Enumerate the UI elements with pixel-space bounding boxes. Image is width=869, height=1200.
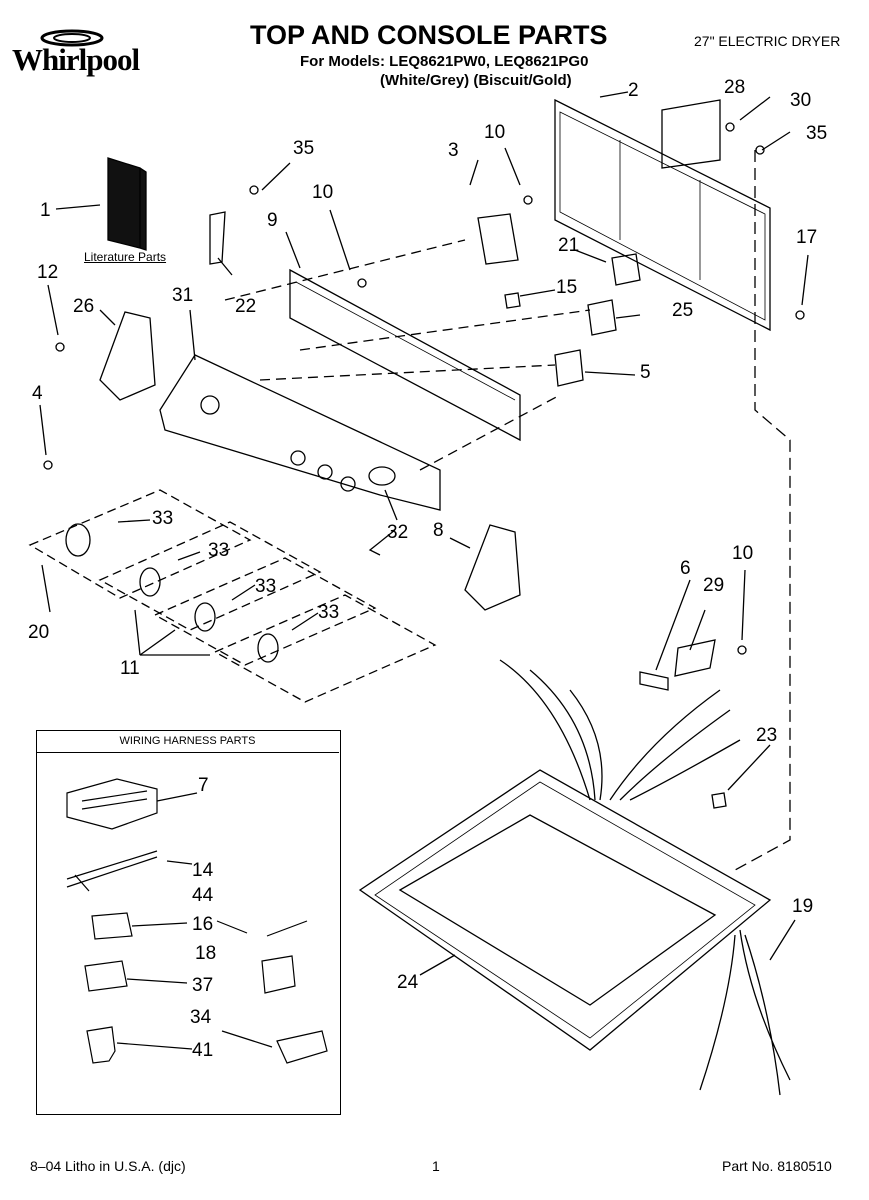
callout-24: 24 <box>397 972 419 993</box>
callout-33c: 33 <box>255 576 277 597</box>
callout-33a: 33 <box>152 508 174 529</box>
brand-name: Whirlpool <box>12 42 140 77</box>
top-panel <box>358 769 772 1051</box>
callout-3: 3 <box>448 140 459 161</box>
callout-26: 26 <box>73 296 95 317</box>
whirlpool-swirl-icon <box>40 29 104 47</box>
callout-5: 5 <box>640 362 651 383</box>
callout-7: 7 <box>198 775 209 796</box>
footer-litho: 8–04 Litho in U.S.A. (djc) <box>30 1158 186 1174</box>
whirlpool-logo: Whirlpool <box>12 22 182 82</box>
callout-23: 23 <box>756 725 778 746</box>
callout-33b: 33 <box>208 540 230 561</box>
callout-17: 17 <box>796 227 818 248</box>
callout-34: 34 <box>190 1007 212 1028</box>
colors-line: (White/Grey) (Biscuit/Gold) <box>380 72 572 89</box>
callout-10c: 10 <box>732 543 754 564</box>
callout-19: 19 <box>792 896 814 917</box>
callout-6: 6 <box>680 558 691 579</box>
callout-12: 12 <box>37 262 59 283</box>
models-line: For Models: LEQ8621PW0, LEQ8621PG0 <box>300 53 589 70</box>
callout-1: 1 <box>40 200 51 221</box>
callout-4: 4 <box>32 383 43 404</box>
callout-16: 16 <box>192 914 214 935</box>
callout-37: 37 <box>192 975 214 996</box>
callout-14: 14 <box>192 860 214 881</box>
callout-21: 21 <box>558 235 580 256</box>
end-cap-left <box>99 311 156 401</box>
callout-31: 31 <box>172 285 194 306</box>
footer-page-number: 1 <box>432 1158 440 1174</box>
callout-25: 25 <box>672 300 694 321</box>
callout-10a: 10 <box>484 122 506 143</box>
footer-part-number: Part No. 8180510 <box>722 1158 832 1174</box>
page-title: TOP AND CONSOLE PARTS <box>250 20 608 50</box>
callout-15: 15 <box>556 277 578 298</box>
callout-35a: 35 <box>293 138 315 159</box>
wiring-harness-parts-art <box>66 778 328 1064</box>
callout-29: 29 <box>703 575 725 596</box>
wiring-harness-title: WIRING HARNESS PARTS <box>36 730 339 753</box>
callout-9: 9 <box>267 210 278 231</box>
callout-18: 18 <box>195 943 217 964</box>
console-bracket <box>289 268 521 442</box>
callout-32: 32 <box>387 522 409 543</box>
callout-35b: 35 <box>806 123 828 144</box>
callout-10b: 10 <box>312 182 334 203</box>
callout-28: 28 <box>724 77 746 98</box>
end-cap-right <box>464 524 521 611</box>
rear-panel <box>554 98 771 332</box>
callout-2: 2 <box>628 80 639 101</box>
wiring-harness-box <box>36 730 341 1115</box>
product-label: 27" ELECTRIC DRYER <box>694 33 841 49</box>
callout-20: 20 <box>28 622 50 643</box>
callout-22: 22 <box>235 296 257 317</box>
callout-33d: 33 <box>318 602 340 623</box>
callout-30: 30 <box>790 90 812 111</box>
callout-11: 11 <box>120 658 140 679</box>
literature-booklet <box>107 157 147 251</box>
callout-8: 8 <box>433 520 444 541</box>
callout-41: 41 <box>192 1040 214 1061</box>
literature-parts-label: Literature Parts <box>84 250 167 264</box>
callout-44: 44 <box>192 885 214 906</box>
